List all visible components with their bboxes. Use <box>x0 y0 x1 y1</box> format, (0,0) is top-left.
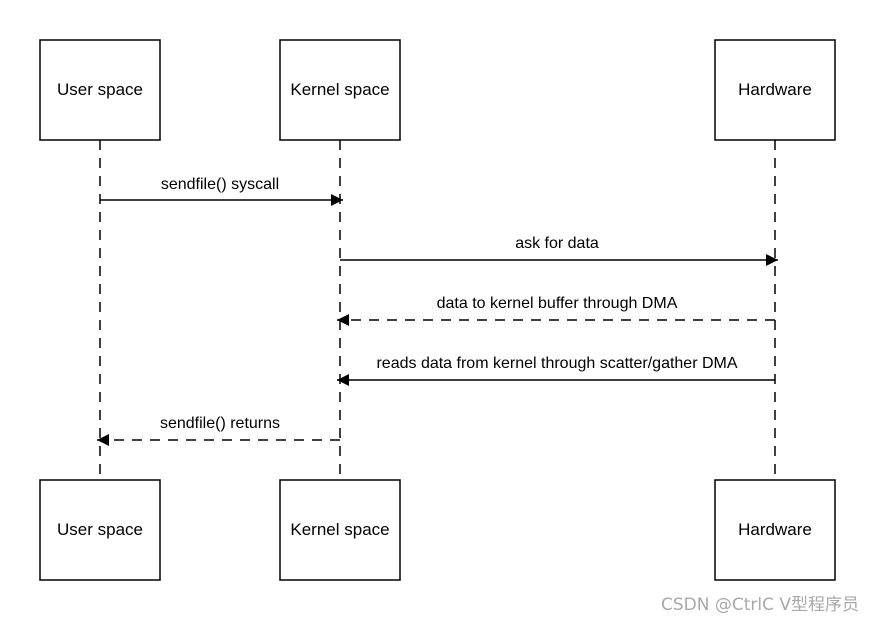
message-label: sendfile() returns <box>160 415 280 432</box>
message-sendfile-returns: sendfile() returns <box>97 415 340 446</box>
message-sendfile-syscall: sendfile() syscall <box>100 176 343 206</box>
participant-label: Kernel space <box>290 520 389 539</box>
participant-label: User space <box>57 520 143 539</box>
participant-hardware-bottom: Hardware <box>714 479 836 581</box>
participant-label: Hardware <box>738 520 812 539</box>
participant-hardware-top: Hardware <box>714 39 836 141</box>
message-label: data to kernel buffer through DMA <box>437 295 678 312</box>
message-label: sendfile() syscall <box>161 176 279 193</box>
message-label: ask for data <box>515 235 599 252</box>
participant-user-top: User space <box>39 39 161 141</box>
message-ask-for-data: ask for data <box>340 235 778 266</box>
participant-label: User space <box>57 80 143 99</box>
participant-label: Hardware <box>738 80 812 99</box>
participant-kernel-bottom: Kernel space <box>279 479 401 581</box>
watermark: CSDN @CtrlC V型程序员 <box>660 595 859 615</box>
participant-kernel-top: Kernel space <box>279 39 401 141</box>
message-data-to-kernel-buffer: data to kernel buffer through DMA <box>337 295 775 326</box>
message-label: reads data from kernel through scatter/g… <box>376 355 737 372</box>
participant-user-bottom: User space <box>39 479 161 581</box>
participant-label: Kernel space <box>290 80 389 99</box>
message-scatter-gather-dma: reads data from kernel through scatter/g… <box>337 355 775 386</box>
